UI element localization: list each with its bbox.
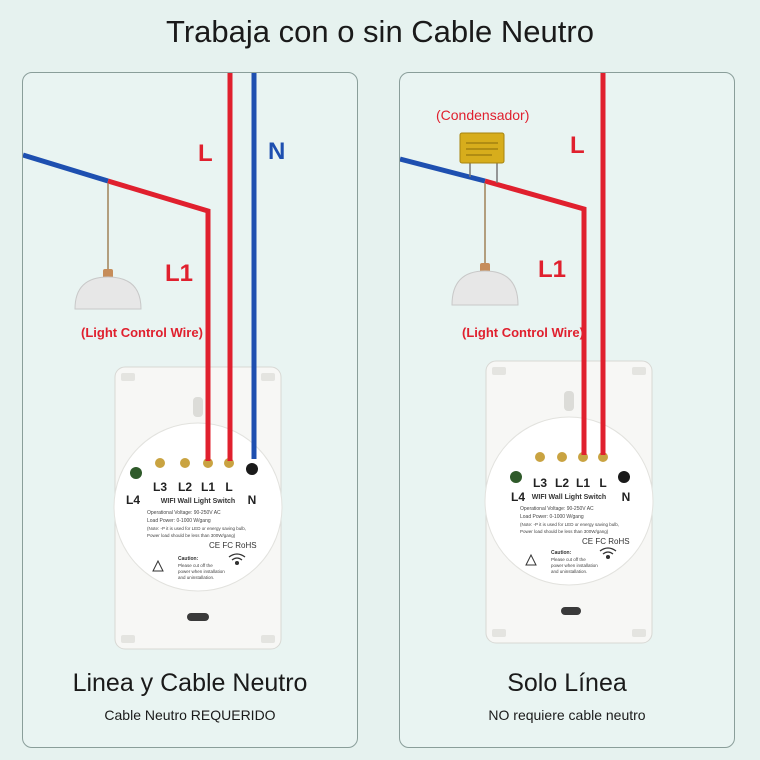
terminal-label-l: L (599, 476, 606, 490)
lamp-icon (451, 183, 519, 306)
lamp-icon (74, 183, 142, 310)
neutral-terminal-hole (618, 471, 630, 483)
device-spec-3: (Note: -P it is used for LED or energy s… (147, 526, 246, 531)
panel-subcaption: NO requiere cable neutro (488, 707, 646, 723)
wall-switch-device (113, 366, 283, 650)
panel-line-only: (Condensador) L L1 (Light Control Wire) … (399, 72, 735, 748)
incoming-neutral-wire (400, 156, 486, 184)
incoming-neutral-wire (23, 152, 109, 184)
caution-title: Caution: (551, 550, 572, 556)
light-control-wire-label: (Light Control Wire) (81, 325, 203, 340)
status-led-green (130, 467, 142, 479)
wire-l1 (484, 178, 587, 455)
label-l1: L1 (165, 260, 193, 287)
panel-with-neutral: L N L1 (Light Control Wire) L3 L2 L1 L L… (22, 72, 358, 748)
device-spec-2: Load Power: 0-1000 W/gang (147, 518, 211, 524)
panel-caption: Linea y Cable Neutro (72, 669, 308, 697)
terminal-label-l1: L1 (576, 476, 590, 490)
terminal-label-n: N (248, 493, 257, 507)
terminal-label-l4: L4 (511, 490, 525, 504)
terminal-label-l3: L3 (153, 480, 167, 494)
status-led-green (510, 471, 522, 483)
label-l: L (570, 132, 585, 159)
caution-line-1: Please cut off the (178, 563, 213, 568)
caution-line-3: and uninstallation. (551, 569, 587, 574)
label-n: N (268, 138, 285, 165)
terminal-label-n: N (622, 490, 631, 504)
capacitor-label: (Condensador) (436, 107, 529, 123)
diagram-title: Trabaja con o sin Cable Neutro (166, 14, 594, 49)
caution-line-1: Please cut off the (551, 557, 586, 562)
capacitor-icon (459, 132, 505, 183)
certification-marks: CE FC RoHS (582, 537, 630, 546)
wiring-diagram-with-neutral: L N L1 (Light Control Wire) L3 L2 L1 L L… (23, 73, 285, 650)
terminal-label-l2: L2 (555, 476, 569, 490)
wifi-icon (228, 553, 246, 566)
terminal-label-l1: L1 (201, 480, 215, 494)
terminal-label-l4: L4 (126, 493, 140, 507)
device-spec-4: Power load should be less than 300W/gang… (147, 533, 236, 538)
wire-l1 (107, 178, 211, 461)
caution-line-2: power when installation (551, 563, 598, 568)
device-spec-1: Operational Voltage: 90-250V AC (147, 510, 221, 516)
certification-marks: CE FC RoHS (209, 541, 257, 550)
device-spec-1: Operational Voltage: 90-250V AC (520, 506, 594, 512)
terminal-label-l: L (225, 480, 232, 494)
warning-triangle-icon (525, 553, 537, 566)
device-title: WIFI Wall Light Switch (532, 494, 606, 501)
label-l: L (198, 140, 213, 167)
device-spec-4: Power load should be less than 300W/gang… (520, 529, 609, 534)
terminal-label-l3: L3 (533, 476, 547, 490)
device-spec-2: Load Power: 0-1000 W/gang (520, 514, 584, 520)
light-control-wire-label: (Light Control Wire) (462, 325, 584, 340)
wifi-icon (599, 547, 617, 560)
neutral-terminal-hole (246, 463, 258, 475)
caution-line-3: and uninstallation. (178, 575, 214, 580)
caution-line-2: power when installation (178, 569, 225, 574)
device-spec-3: (Note: -P it is used for LED or energy s… (520, 522, 619, 527)
warning-triangle-icon (152, 559, 164, 572)
terminal-label-l2: L2 (178, 480, 192, 494)
panel-caption: Solo Línea (507, 669, 627, 697)
panel-subcaption: Cable Neutro REQUERIDO (104, 707, 276, 723)
device-title: WIFI Wall Light Switch (161, 498, 235, 505)
wall-switch-device (484, 360, 654, 644)
caution-title: Caution: (178, 556, 199, 562)
wiring-diagram-line-only: (Condensador) L L1 (Light Control Wire) … (400, 73, 654, 644)
label-l1: L1 (538, 256, 566, 283)
